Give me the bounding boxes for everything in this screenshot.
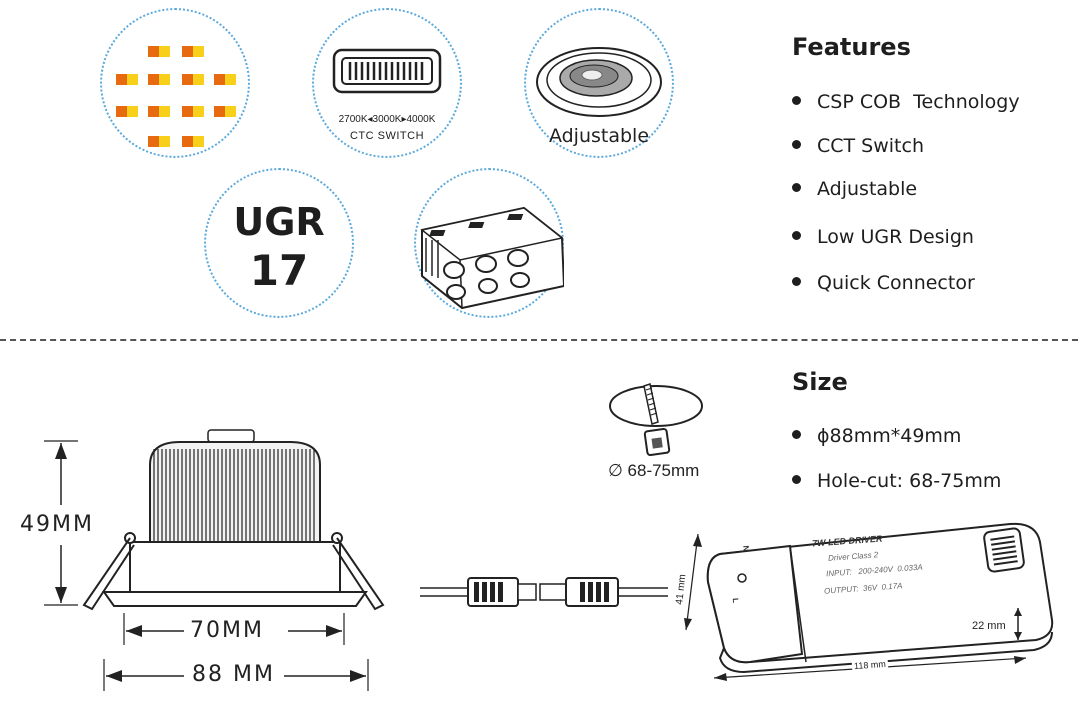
led-chip-icon	[148, 136, 159, 147]
cutout-dimension-label: ∅ 68-75mm	[608, 461, 700, 480]
led-chip-icon	[159, 46, 170, 57]
led-chip-icon	[225, 74, 236, 85]
bullet-icon	[792, 231, 801, 240]
led-chip-icon	[182, 136, 193, 147]
led-chip-icon	[193, 106, 204, 117]
led-chip-icon	[116, 106, 127, 117]
led-chip-icon	[193, 74, 204, 85]
ugr-value: 17	[249, 246, 309, 295]
outer-width-dimension-label: 88 MM	[192, 662, 275, 687]
size-item: ϕ88mm*49mm	[792, 425, 961, 447]
ugr-badge: UGR 17	[204, 168, 354, 318]
driver-terminal-l: L	[730, 597, 741, 604]
feature-item: Quick Connector	[792, 272, 975, 294]
bullet-icon	[792, 277, 801, 286]
led-chip-icon	[182, 46, 193, 57]
led-chip-icon	[148, 106, 159, 117]
hole-saw-cutout-icon	[609, 383, 703, 457]
bullet-icon	[792, 430, 801, 439]
bullet-icon	[792, 475, 801, 484]
ugr-word: UGR	[233, 200, 325, 244]
adjustable-caption: Adjustable	[548, 125, 650, 147]
bullet-icon	[792, 140, 801, 149]
size-item-label: ϕ88mm*49mm	[817, 425, 962, 447]
feature-item-label: Adjustable	[817, 178, 918, 200]
led-chip-icon	[127, 106, 138, 117]
driver-depth-label: 22 mm	[972, 620, 1006, 632]
cable-connector-icon	[420, 577, 668, 607]
led-chip-icon	[193, 46, 204, 57]
led-chip-icon	[182, 106, 193, 117]
led-chip-icon	[148, 74, 159, 85]
feature-item: CCT Switch	[792, 135, 924, 157]
cct-switch-icon	[332, 48, 442, 94]
led-chip-icon	[193, 136, 204, 147]
feature-item: Low UGR Design	[792, 226, 974, 248]
feature-item: Adjustable	[792, 178, 917, 200]
gimbal-downlight-icon	[536, 47, 662, 117]
feature-item-label: Low UGR Design	[817, 226, 974, 248]
size-heading: Size	[792, 368, 848, 396]
size-item: Hole-cut: 68-75mm	[792, 470, 1001, 492]
quick-connector-icon	[420, 206, 564, 310]
led-chip-icon	[159, 74, 170, 85]
led-chip-icon	[148, 46, 159, 57]
led-chip-grid-icon	[116, 46, 236, 147]
led-chip-icon	[225, 106, 236, 117]
bullet-icon	[792, 96, 801, 105]
led-chip-icon	[159, 106, 170, 117]
inner-width-dimension-label: 70MM	[190, 618, 264, 643]
features-heading: Features	[792, 33, 911, 61]
led-chip-icon	[182, 74, 193, 85]
size-item-label: Hole-cut: 68-75mm	[817, 470, 1002, 492]
feature-item-label: Quick Connector	[817, 272, 975, 294]
downlight-side-drawing	[44, 429, 385, 691]
led-chip-icon	[127, 74, 138, 85]
led-driver-drawing	[684, 522, 1054, 681]
feature-item-label: CSP COB Technology	[817, 91, 1020, 113]
height-dimension-label: 49MM	[20, 512, 94, 537]
led-chip-icon	[159, 136, 170, 147]
quick-connector-badge	[414, 168, 564, 318]
bullet-icon	[792, 183, 801, 192]
cct-switch-badge: 2700K◂3000K▸4000K CTC SWITCH	[312, 8, 462, 158]
adjustable-badge: Adjustable	[524, 8, 674, 158]
feature-item-label: CCT Switch	[817, 135, 924, 157]
led-chip-icon	[214, 74, 225, 85]
feature-item: CSP COB Technology	[792, 91, 1020, 113]
switch-caption: CTC SWITCH	[349, 130, 425, 142]
switch-range-label: 2700K◂3000K▸4000K	[338, 114, 436, 125]
driver-terminal-n: N	[741, 545, 751, 552]
led-chip-icon	[116, 74, 127, 85]
led-grid-badge	[100, 8, 250, 158]
led-chip-icon	[214, 106, 225, 117]
section-divider	[0, 339, 1078, 341]
